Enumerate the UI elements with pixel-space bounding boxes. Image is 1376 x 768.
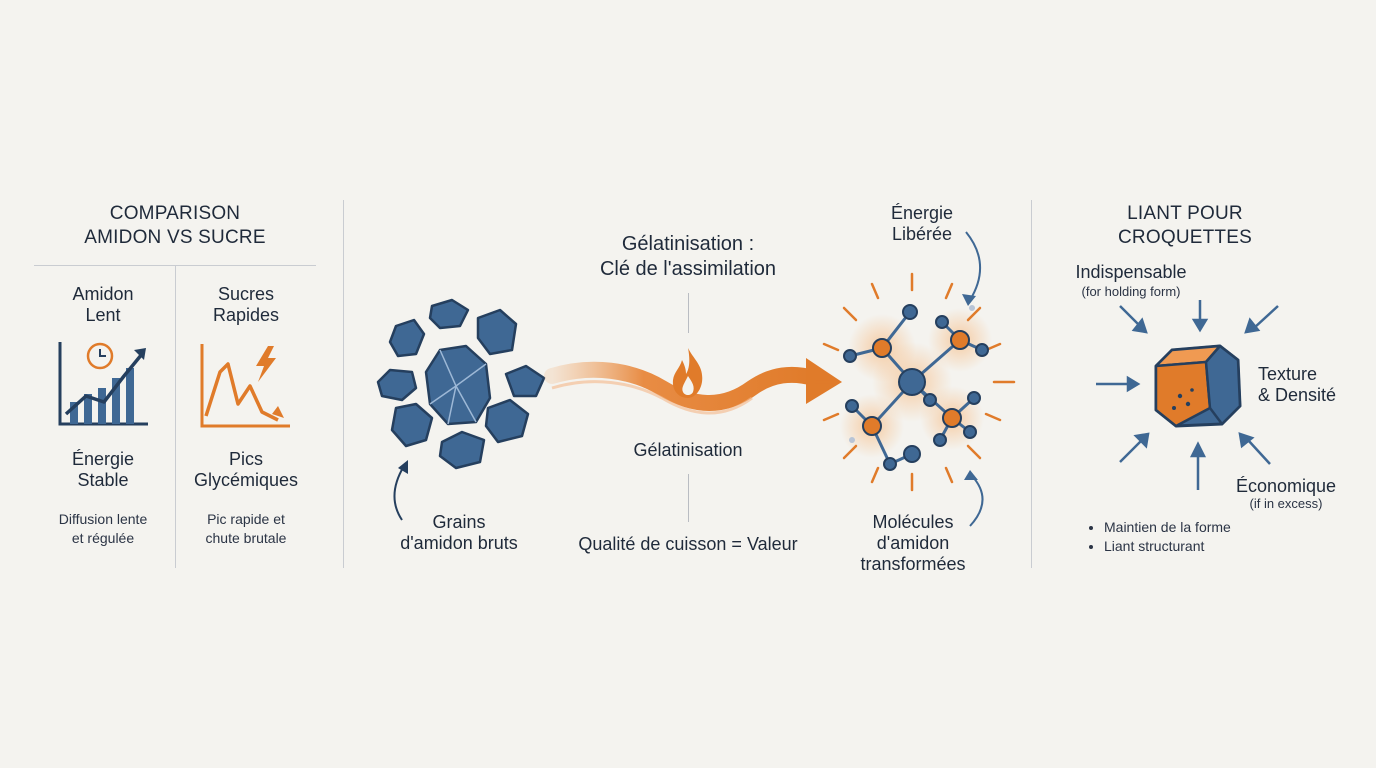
raw-granules-label: Grains d'amidon bruts [400, 512, 518, 553]
sucres-note: Pic rapide et chute brutale [205, 511, 287, 546]
amidon-heading: Amidon Lent [72, 284, 134, 325]
flame-icon [672, 348, 703, 398]
energy-released-label: Énergie Libérée [890, 203, 954, 244]
rising-bar-chart-clock-icon [58, 342, 148, 426]
energie-stable-label: Énergie Stable [71, 449, 135, 490]
comparison-header-rule [34, 265, 316, 266]
transformed-molecules-label: Molécules d'amidon transformées [860, 512, 966, 574]
texture-densite-label: Texture & Densité [1258, 364, 1337, 405]
starch-granules-icon [376, 298, 546, 470]
granules-callout-arrow [393, 460, 408, 521]
sucres-heading: Sucres Rapides [212, 284, 280, 325]
process-rule-bottom [688, 474, 689, 522]
indispensable-note: (for holding form) [1081, 284, 1181, 299]
molecules-callout-arrow [964, 470, 984, 527]
molecule-network-icon [814, 272, 1016, 492]
bullet-item: Maintien de la forme [1104, 518, 1286, 537]
comparison-title: COMPARISON AMIDON VS SUCRE [84, 203, 266, 248]
divider-right [1031, 200, 1032, 568]
energy-callout-arrow [962, 231, 982, 306]
wave-label: Gélatinisation [633, 440, 743, 460]
indispensable-label: Indispensable [1075, 262, 1187, 282]
economique-label: Économique [1235, 476, 1337, 496]
amidon-note: Diffusion lente et régulée [58, 511, 148, 546]
binder-bullets: Maintien de la forme Liant structurant [1086, 518, 1286, 556]
pics-glycemiques-label: Pics Glycémiques [193, 449, 299, 490]
binder-title: LIANT POUR CROQUETTES [1118, 203, 1252, 248]
process-footer: Qualité de cuisson = Valeur [578, 534, 798, 554]
divider-left [343, 200, 344, 568]
economique-note: (if in excess) [1249, 496, 1323, 511]
bullet-item: Liant structurant [1104, 537, 1286, 556]
process-title: Gélatinisation : Clé de l'assimilation [599, 233, 777, 280]
spike-drop-lightning-icon [200, 344, 290, 428]
comparison-column-divider [175, 266, 176, 568]
process-rule-top [688, 293, 689, 333]
kibble-cube-icon [1096, 300, 1279, 490]
